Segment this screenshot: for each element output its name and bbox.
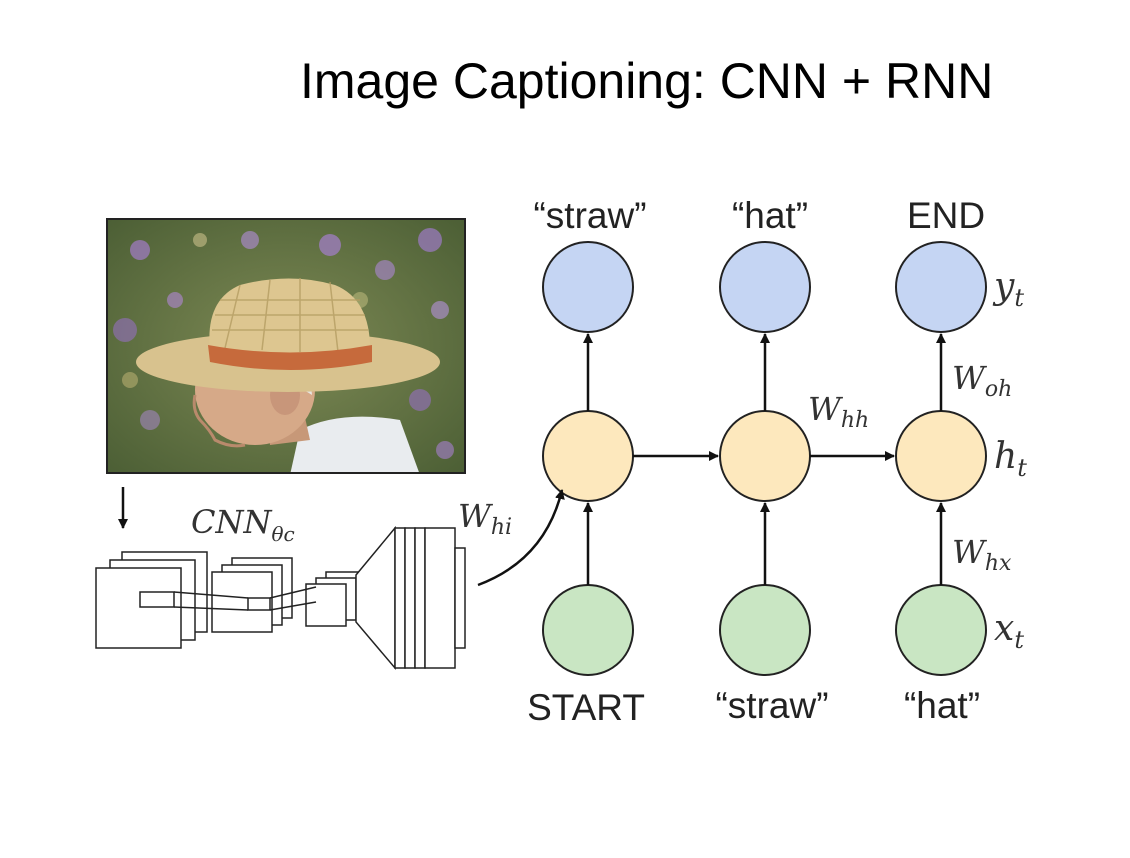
output-node-2 — [719, 241, 811, 333]
input-word-3: “hat” — [904, 685, 980, 726]
photo-man-straw-hat — [106, 218, 466, 474]
input-node-3 — [895, 584, 987, 676]
output-word-1: “straw” — [533, 195, 646, 236]
input-node-1 — [542, 584, 634, 676]
hidden-nodes — [542, 410, 987, 502]
cnn-label: CNNθc — [191, 503, 295, 546]
input-word-2: “straw” — [715, 685, 828, 726]
input-word-1: START — [527, 687, 645, 728]
cnn-stack-icon — [95, 525, 466, 671]
output-word-2: “hat” — [732, 195, 808, 236]
label-h-t: ht — [994, 436, 1027, 482]
hidden-to-output-arrows — [583, 333, 946, 411]
cnn-to-hidden-arrow — [477, 489, 565, 587]
hidden-node-2 — [719, 410, 811, 502]
label-w-hx: Whx — [952, 533, 1012, 576]
label-w-hh: Whh — [808, 390, 869, 433]
label-x-t: xt — [994, 608, 1024, 654]
input-nodes — [542, 584, 987, 676]
input-node-2 — [719, 584, 811, 676]
output-word-3: END — [907, 195, 985, 236]
input-to-hidden-arrows — [583, 502, 946, 585]
output-nodes — [542, 241, 987, 333]
hidden-node-1 — [542, 410, 634, 502]
label-w-oh: Woh — [952, 359, 1012, 402]
label-y-t: yt — [992, 266, 1024, 312]
output-node-3 — [895, 241, 987, 333]
label-w-hi: Whi — [458, 497, 512, 540]
slide-title: Image Captioning: CNN + RNN — [300, 53, 994, 109]
output-node-1 — [542, 241, 634, 333]
hidden-node-3 — [895, 410, 987, 502]
